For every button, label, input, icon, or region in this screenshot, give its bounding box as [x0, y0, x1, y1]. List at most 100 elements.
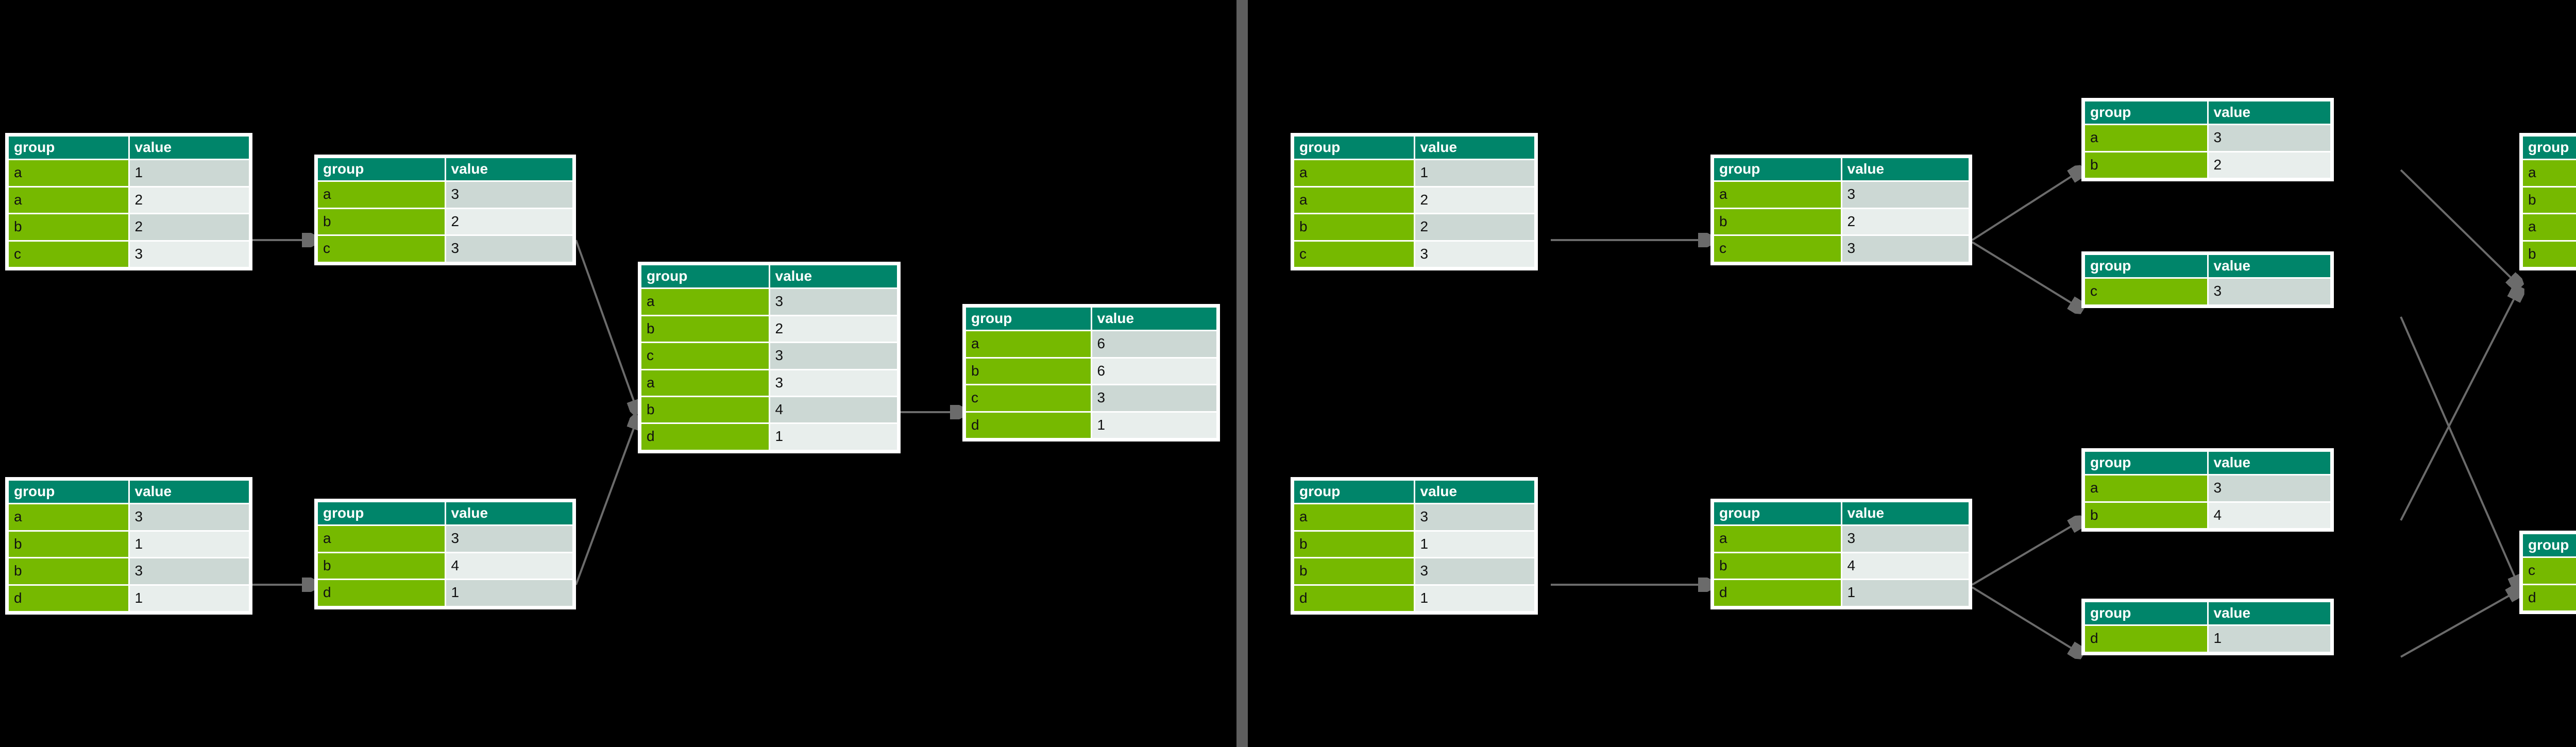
cell-value: 3 [1415, 504, 1534, 530]
link-right-aggtop-splittopc [1971, 241, 2081, 309]
cell-value: 3 [1842, 526, 1969, 552]
col-header-value: value [1415, 481, 1534, 503]
table-header-row: group value [318, 158, 572, 181]
col-header-value: value [2208, 255, 2330, 278]
cell-group: a [9, 504, 128, 530]
cell-group: b [318, 553, 445, 579]
cell-group: b [2523, 187, 2576, 213]
table-header-row: group value [2085, 602, 2330, 625]
cell-group: b [2523, 241, 2576, 267]
col-header-group: group [2523, 534, 2576, 557]
table-header-row: group value [2523, 534, 2576, 557]
cell-value: 1 [1415, 585, 1534, 611]
col-header-value: value [1842, 158, 1969, 181]
table-right-merge-ab: group value a3b2a3b4 [2519, 133, 2576, 270]
table-header-row: group value [1714, 502, 1969, 525]
cell-value: 3 [770, 343, 897, 369]
cell-value: 3 [129, 558, 249, 584]
cell-group: b [9, 214, 128, 240]
cell-value: 3 [2208, 279, 2330, 304]
cell-group: a [966, 331, 1091, 357]
cell-value: 4 [770, 397, 897, 423]
cell-group: a [1294, 187, 1414, 213]
cell-group: c [2085, 279, 2207, 304]
link-right-splitbottomd-mergecd [2400, 590, 2519, 658]
col-header-group: group [1714, 158, 1841, 181]
cell-value: 3 [446, 526, 572, 552]
col-header-group: group [2085, 452, 2207, 474]
col-header-group: group [1294, 481, 1414, 503]
cell-value: 3 [770, 370, 897, 396]
col-header-value: value [1092, 308, 1216, 330]
col-header-group: group [318, 158, 445, 181]
cell-value: 3 [129, 241, 249, 267]
table-body: a3b2a3b4 [2523, 160, 2576, 267]
cell-group: a [1714, 182, 1841, 208]
cell-value: 4 [446, 553, 572, 579]
cell-value: 3 [446, 236, 572, 262]
table-row: d1 [2523, 585, 2576, 611]
col-header-group: group [2085, 602, 2207, 625]
table-header-row: group value [2085, 255, 2330, 278]
cell-value: 2 [129, 214, 249, 240]
cell-value: 3 [770, 289, 897, 315]
cell-value: 1 [1415, 531, 1534, 557]
cell-group: c [318, 236, 445, 262]
table-header-row: group value [641, 265, 897, 288]
cell-group: b [1294, 558, 1414, 584]
table-header-row: group value [2085, 101, 2330, 124]
col-header-group: group [2085, 101, 2207, 124]
cell-group: c [2523, 558, 2576, 584]
link-right-splittopc-mergecd [2400, 316, 2519, 587]
table-header-row: group value [1294, 137, 1534, 159]
cell-value: 3 [446, 182, 572, 208]
col-header-value: value [2208, 602, 2330, 625]
cell-value: 3 [2208, 125, 2330, 151]
col-header-value: value [446, 158, 572, 181]
cell-group: a [9, 187, 128, 213]
col-header-value: value [2208, 452, 2330, 474]
cell-group: b [641, 397, 769, 423]
cell-value: 1 [129, 585, 249, 611]
cell-value: 1 [770, 424, 897, 450]
cell-group: b [9, 558, 128, 584]
link-left-aggbottom-concat [575, 417, 638, 585]
cell-group: a [641, 370, 769, 396]
cell-value: 3 [1415, 558, 1534, 584]
cell-group: a [2523, 214, 2576, 240]
cell-value: 1 [129, 160, 249, 186]
